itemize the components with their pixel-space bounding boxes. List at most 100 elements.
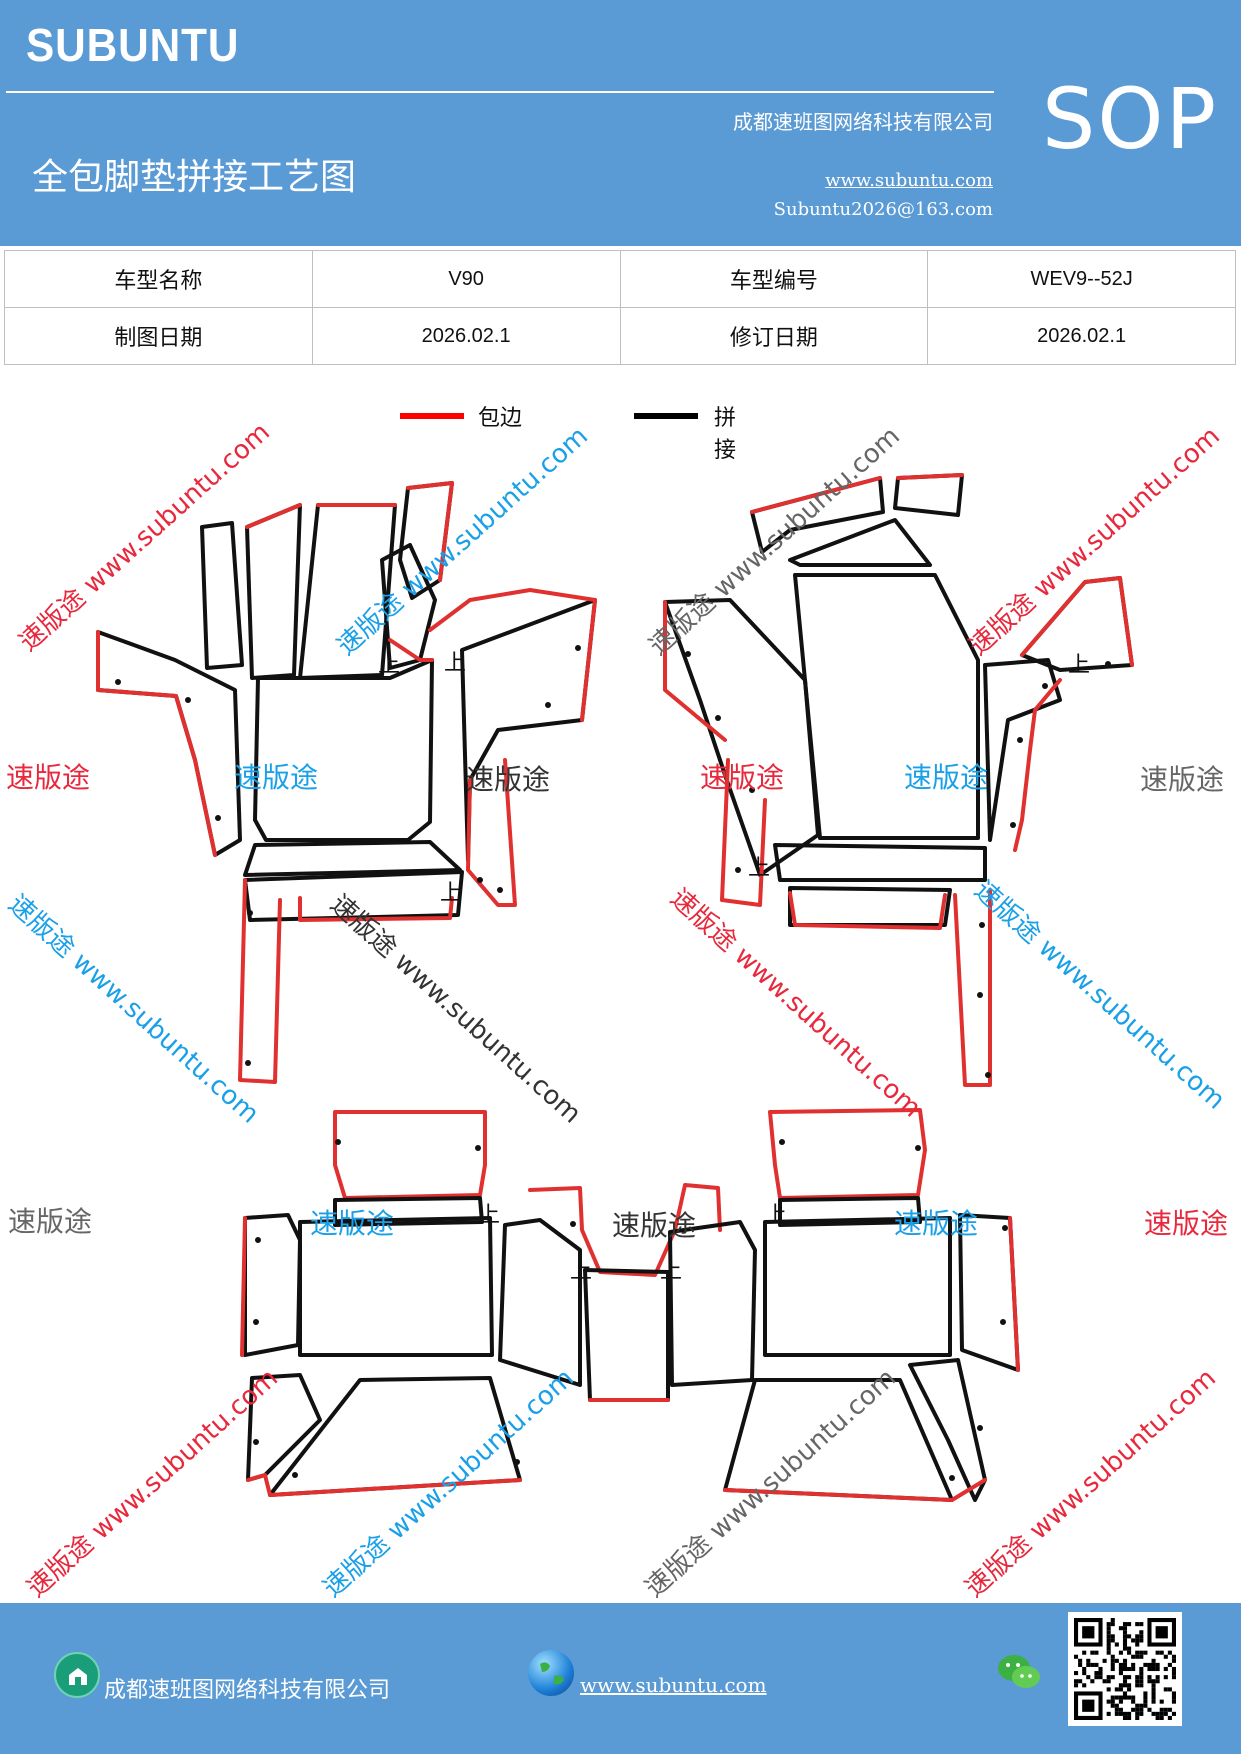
footer-company-name: 成都速班图网络科技有限公司 xyxy=(104,1678,391,1703)
website-link[interactable]: www.subuntu.com xyxy=(825,170,993,191)
company-name: 成都速班图网络科技有限公司 xyxy=(733,110,993,134)
up-mark: 上 xyxy=(570,1259,592,1284)
model-code-value: WEV9--52J xyxy=(927,250,1236,308)
passenger-side-mat xyxy=(663,473,1134,1087)
watermark: 速版途 xyxy=(6,761,91,794)
anchor-dot xyxy=(1000,1319,1006,1325)
anchor-dot xyxy=(977,992,983,998)
bound-edge xyxy=(1008,1216,1020,1372)
table-row: 车型名称 V90 车型编号 WEV9--52J xyxy=(4,250,1236,308)
bound-edge xyxy=(406,481,454,582)
anchor-dot xyxy=(1105,661,1111,667)
mat-piece xyxy=(243,1213,302,1357)
anchor-dot xyxy=(1017,737,1023,743)
mat-piece xyxy=(200,521,244,670)
up-mark: 上 xyxy=(748,856,770,881)
anchor-dot xyxy=(185,697,191,703)
watermark: 速版途 xyxy=(310,1207,395,1240)
anchor-dot xyxy=(255,1237,261,1243)
anchor-dot xyxy=(1002,1225,1008,1231)
bound-edge xyxy=(240,1216,247,1357)
anchor-dot xyxy=(985,1072,991,1078)
anchor-dot xyxy=(735,867,741,873)
anchor-dot xyxy=(915,1145,921,1151)
mat-piece xyxy=(663,598,820,877)
anchor-dot xyxy=(215,815,221,821)
mat-piece xyxy=(788,886,952,927)
anchor-dot xyxy=(477,877,483,883)
drawing-date-value: 2026.02.1 xyxy=(311,307,621,365)
bound-edge xyxy=(663,600,727,742)
up-mark: 上 xyxy=(478,1203,500,1228)
anchor-dot xyxy=(115,679,121,685)
anchor-dot xyxy=(253,1439,259,1445)
brand-logo: SUBUNTU xyxy=(26,19,240,71)
mat-piece xyxy=(773,843,987,882)
model-name-value: V90 xyxy=(311,250,621,308)
bound-edge xyxy=(720,758,767,907)
anchor-dot xyxy=(575,645,581,651)
mat-piece xyxy=(583,1268,670,1402)
watermark: 速版途 xyxy=(1140,763,1225,796)
anchor-dot xyxy=(977,1425,983,1431)
bound-edge xyxy=(1013,678,1062,852)
mat-piece xyxy=(908,1358,987,1502)
watermark: 速版途 xyxy=(700,761,785,794)
legend-edge-label: 包边 xyxy=(478,406,523,431)
bound-edge xyxy=(1020,576,1134,667)
house-icon xyxy=(54,1652,100,1698)
globe-icon xyxy=(528,1650,574,1696)
anchor-dot xyxy=(247,910,253,916)
sop-badge: SOP xyxy=(1042,70,1219,168)
footer-website-link[interactable]: www.subuntu.com xyxy=(580,1673,767,1697)
up-mark: 上 xyxy=(1068,653,1090,678)
legend-joint-swatch xyxy=(634,413,698,419)
driver-side-mat xyxy=(96,481,597,1084)
model-code-label: 车型编号 xyxy=(619,250,929,308)
mat-piece xyxy=(528,1183,722,1277)
revision-date-label: 修订日期 xyxy=(619,307,929,365)
bound-edge xyxy=(388,638,434,662)
header-banner xyxy=(0,0,1241,246)
email-address: Subuntu2026@163.com xyxy=(773,199,993,220)
anchor-dot xyxy=(253,1319,259,1325)
up-mark: 上 xyxy=(765,1203,787,1228)
mat-piece xyxy=(253,658,434,842)
up-mark: 上 xyxy=(444,651,466,676)
bound-edge xyxy=(428,588,597,722)
mat-piece xyxy=(245,503,302,680)
watermark: 速版途 xyxy=(466,763,551,796)
anchor-dot xyxy=(1010,822,1016,828)
bound-edge xyxy=(953,888,992,1087)
watermark: 速版途 xyxy=(612,1209,697,1242)
mat-piece xyxy=(668,1220,757,1387)
bound-edge xyxy=(246,1473,522,1497)
header-divider xyxy=(6,91,994,93)
qr-code-pattern xyxy=(1074,1618,1176,1720)
qr-code xyxy=(1068,1612,1182,1726)
mat-piece xyxy=(498,1218,582,1387)
mat-piece xyxy=(893,473,964,517)
up-mark: 上 xyxy=(660,1259,682,1284)
anchor-dot xyxy=(497,887,503,893)
anchor-dot xyxy=(715,715,721,721)
mat-piece xyxy=(793,573,980,840)
anchor-dot xyxy=(292,1472,298,1478)
watermark: 速版途 xyxy=(1144,1207,1229,1240)
anchor-dot xyxy=(779,1139,785,1145)
up-mark: 上 xyxy=(440,881,462,906)
anchor-dot xyxy=(685,651,691,657)
mat-piece xyxy=(243,870,464,922)
anchor-dot xyxy=(245,1060,251,1066)
table-row: 制图日期 2026.02.1 修订日期 2026.02.1 xyxy=(4,307,1236,365)
mat-piece xyxy=(778,1196,922,1227)
bound-edge xyxy=(750,476,882,514)
watermark: 速版途 xyxy=(894,1207,979,1240)
drawing-date-label: 制图日期 xyxy=(4,307,313,365)
mat-piece xyxy=(763,1216,952,1357)
page-title: 全包脚垫拼接工艺图 xyxy=(32,157,357,198)
wechat-icon xyxy=(996,1652,1042,1692)
legend: 包边 拼接 xyxy=(400,400,736,463)
anchor-dot xyxy=(570,1221,576,1227)
